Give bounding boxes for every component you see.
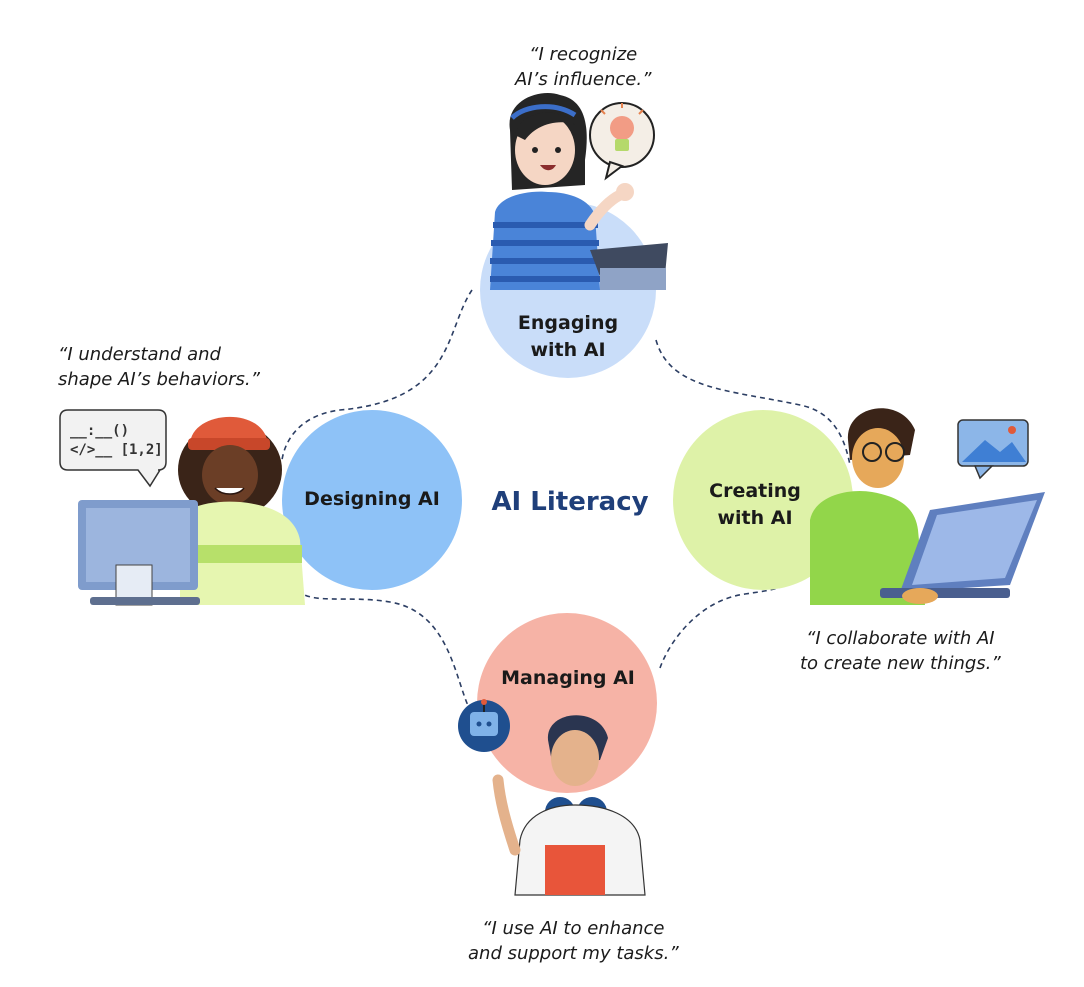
designing-label: Designing AI: [304, 488, 440, 510]
engaging-label-line2: with AI: [530, 339, 606, 361]
managing-quote: “I use AI to enhance and support my task…: [468, 916, 679, 966]
creating-label: Creating with AI: [675, 478, 835, 532]
engaging-illustration: [490, 93, 668, 290]
connector-top-left: [281, 289, 473, 461]
creating-quote-line2: to create new things.”: [800, 653, 1001, 674]
engaging-label-line1: Engaging: [517, 312, 619, 334]
creating-circle: [673, 410, 853, 590]
designing-quote-line1: “I understand and: [58, 344, 221, 365]
code-line2: </>__ [1,2]: [70, 442, 163, 458]
code-bubble: [59, 409, 167, 488]
engaging-label: Engaging with AI: [488, 310, 648, 364]
creating-label-line1: Creating: [709, 480, 801, 502]
code-bubble-text: __:__() </>__ [1,2]: [70, 422, 163, 460]
designing-quote: “I understand and shape AI’s behaviors.”: [58, 342, 260, 392]
designing-circle: [282, 410, 462, 590]
connector-top-right: [655, 339, 851, 466]
image-icon: [957, 419, 1029, 480]
center-title: AI Literacy: [491, 487, 649, 517]
managing-quote-line2: and support my tasks.”: [468, 943, 679, 964]
connector-bottom-left: [297, 589, 471, 711]
code-line1: __:__(): [70, 423, 130, 439]
designing-quote-line2: shape AI’s behaviors.”: [58, 369, 260, 390]
engaging-quote-line2: AI’s influence.”: [515, 69, 652, 90]
engaging-quote: “I recognize AI’s influence.”: [515, 42, 651, 92]
creating-quote-line1: “I collaborate with AI: [806, 628, 995, 649]
managing-label: Managing AI: [501, 667, 635, 689]
managing-illustration: [458, 699, 646, 896]
robot-icon: [458, 699, 510, 752]
engaging-quote-line1: “I recognize: [529, 44, 638, 65]
managing-circle: [477, 613, 657, 793]
managing-quote-line1: “I use AI to enhance: [482, 918, 665, 939]
creating-illustration: [810, 408, 1045, 605]
lightbulb-icon: [589, 102, 655, 181]
creating-label-line2: with AI: [717, 507, 793, 529]
connector-bottom-right: [659, 584, 786, 669]
designing-illustration: [59, 409, 305, 606]
creating-quote: “I collaborate with AI to create new thi…: [800, 626, 1001, 676]
